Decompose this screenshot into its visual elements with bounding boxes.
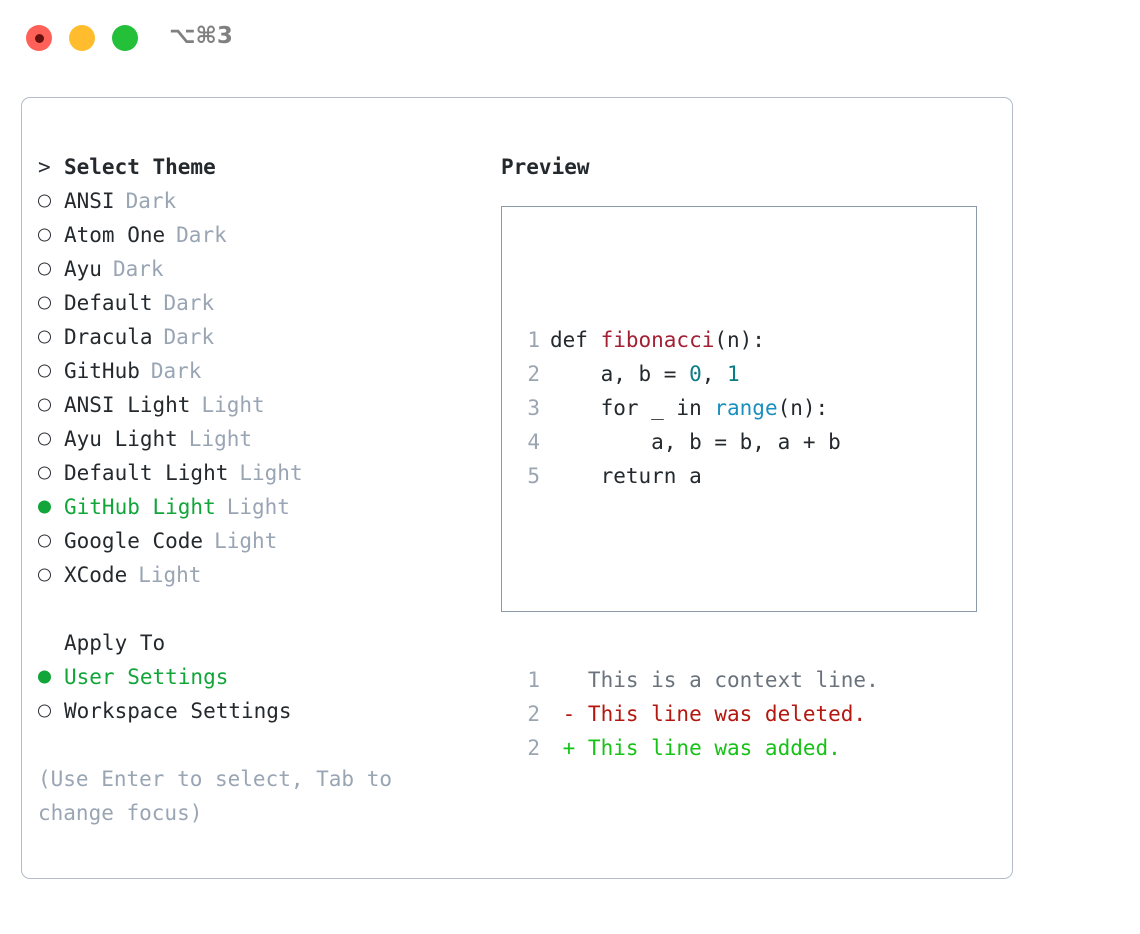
help-text: (Use Enter to select, Tab to change focu…: [38, 767, 393, 825]
code-token: return a: [550, 464, 702, 488]
code-token: fibonacci: [600, 328, 715, 352]
theme-mode-badge: Dark: [163, 325, 215, 349]
code-token: 0: [689, 362, 702, 386]
theme-name: ANSI: [64, 189, 115, 213]
theme-mode-badge: Light: [188, 427, 253, 451]
diff-text: + This line was added.: [550, 736, 841, 760]
theme-name: Default: [64, 291, 153, 315]
minimize-button[interactable]: [69, 25, 95, 51]
theme-list-item[interactable]: Google Code Light: [38, 524, 478, 558]
theme-name: Dracula: [64, 325, 153, 349]
caret-right-icon: >: [38, 155, 51, 179]
apply-to-item[interactable]: User Settings: [38, 660, 478, 694]
select-theme-label: Select Theme: [64, 155, 216, 179]
apply-to-label: Apply To: [64, 631, 166, 655]
theme-mode-badge: Dark: [112, 257, 164, 281]
section-spacer: [38, 592, 478, 626]
diff-line: 2 + This line was added.: [518, 731, 879, 765]
window-title-shortcut: ⌥⌘3: [169, 23, 233, 49]
theme-name: Ayu: [64, 257, 102, 281]
line-number: 4: [527, 430, 540, 454]
line-number: 5: [527, 464, 540, 488]
maximize-button[interactable]: [112, 25, 138, 51]
theme-list-item[interactable]: GitHub Light Light: [38, 490, 478, 524]
theme-list-item[interactable]: XCode Light: [38, 558, 478, 592]
theme-name: Ayu Light: [64, 427, 178, 451]
theme-mode-badge: Light: [201, 393, 265, 417]
theme-list-item[interactable]: Dracula Dark: [38, 320, 478, 354]
code-token: a, b =: [550, 362, 690, 386]
diff-line: 1 This is a context line.: [518, 663, 879, 697]
apply-to-option-label: Workspace Settings: [64, 699, 292, 723]
line-number: 1: [527, 328, 540, 352]
line-number: 1: [527, 668, 540, 692]
code-blank-line: [518, 561, 879, 595]
code-line: 1 def fibonacci(n):: [518, 323, 879, 357]
line-number: 2: [527, 736, 540, 760]
theme-mode-badge: Dark: [163, 291, 215, 315]
theme-name: Google Code: [64, 529, 204, 553]
line-number: 2: [527, 362, 540, 386]
theme-list-item[interactable]: Ayu Light Light: [38, 422, 478, 456]
close-button[interactable]: [26, 25, 52, 51]
record-indicator-icon: [34, 33, 44, 43]
theme-mode-badge: Light: [138, 563, 202, 587]
theme-mode-badge: Light: [239, 461, 303, 485]
theme-name: ANSI Light: [64, 393, 191, 417]
code-line: 5 return a: [518, 459, 879, 493]
code-line: 3 for _ in range(n):: [518, 391, 879, 425]
code-line: 4 a, b = b, a + b: [518, 425, 879, 459]
preview-heading: Preview: [501, 155, 590, 179]
theme-list-item[interactable]: ANSI Dark: [38, 184, 478, 218]
theme-mode-badge: Dark: [150, 359, 202, 383]
theme-mode-badge: Light: [214, 529, 278, 553]
select-theme-heading: > Select Theme: [38, 150, 478, 184]
line-number: 2: [527, 702, 540, 726]
code-token: def: [550, 328, 601, 352]
theme-list-item[interactable]: Default Light Light: [38, 456, 478, 490]
code-token: a, b = b, a + b: [550, 430, 841, 454]
theme-list-item[interactable]: Atom One Dark: [38, 218, 478, 252]
theme-name: GitHub Light: [64, 495, 216, 519]
code-token: 1: [727, 362, 740, 386]
theme-name: Atom One: [64, 223, 166, 247]
code-token: ,: [701, 362, 728, 386]
apply-to-item[interactable]: Workspace Settings: [38, 694, 478, 728]
theme-mode-badge: Dark: [125, 189, 177, 213]
theme-mode-badge: Dark: [176, 223, 227, 247]
code-line: 2 a, b = 0, 1: [518, 357, 879, 391]
traffic-light-buttons: [26, 25, 138, 51]
diff-text: - This line was deleted.: [550, 702, 867, 726]
theme-list-item[interactable]: ANSI Light Light: [38, 388, 478, 422]
theme-name: GitHub: [64, 359, 140, 383]
theme-list-item[interactable]: Ayu Dark: [38, 252, 478, 286]
theme-list-item[interactable]: GitHub Dark: [38, 354, 478, 388]
diff-lines: 1 This is a context line.2 - This line w…: [518, 663, 879, 765]
code-token: for _ in: [550, 396, 715, 420]
code-token: (n):: [777, 396, 829, 420]
diff-line: 2 - This line was deleted.: [518, 697, 879, 731]
titlebar: ⌥⌘3: [0, 0, 1140, 76]
theme-mode-badge: Light: [226, 495, 290, 519]
theme-name: XCode: [64, 563, 128, 587]
apply-to-heading: Apply To: [38, 626, 478, 660]
apply-to-option-label: User Settings: [64, 665, 229, 689]
diff-text: This is a context line.: [550, 668, 879, 692]
theme-name: Default Light: [64, 461, 229, 485]
theme-list-item[interactable]: Default Dark: [38, 286, 478, 320]
code-token: range: [714, 396, 778, 420]
code-token: (n):: [714, 328, 765, 352]
line-number: 3: [527, 396, 540, 420]
